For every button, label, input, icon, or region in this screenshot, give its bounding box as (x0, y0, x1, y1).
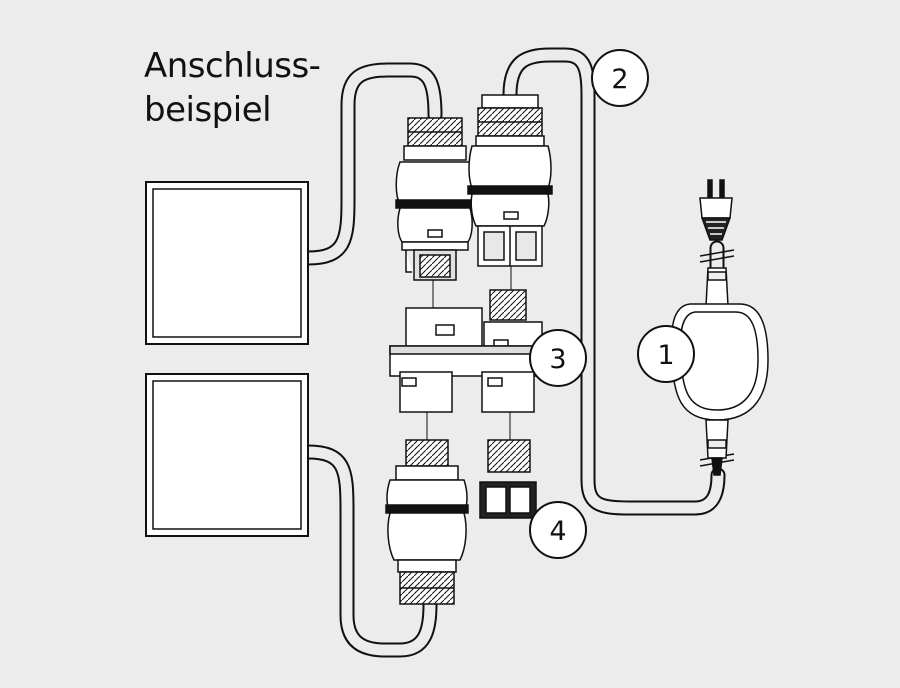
luminaire-upper (145, 181, 309, 345)
cable-lower-luminaire (300, 444, 438, 658)
title-line-2: beispiel (144, 90, 272, 130)
title-line-1: Anschluss- (144, 46, 321, 86)
connector-upper-right (467, 94, 553, 267)
callout-3: 3 (529, 329, 587, 387)
guide-lines (426, 266, 512, 440)
callout-2: 2 (591, 49, 649, 107)
cable-upper-luminaire (300, 62, 443, 266)
callout-4: 4 (529, 501, 587, 559)
callout-2-label: 2 (611, 64, 628, 95)
diagram-title: Anschluss- beispiel (144, 44, 321, 132)
cable-power-supply (502, 47, 726, 516)
mains-plug (699, 179, 733, 241)
callout-1-label: 1 (657, 340, 674, 371)
connector-upper-left (395, 117, 475, 281)
distributor-block (389, 289, 543, 413)
callout-1: 1 (637, 325, 695, 383)
luminaire-lower (145, 373, 309, 537)
callout-4-label: 4 (549, 516, 566, 547)
power-supply (670, 267, 769, 476)
end-cap (479, 439, 537, 519)
callout-3-label: 3 (549, 344, 566, 375)
connector-lower (385, 439, 469, 605)
